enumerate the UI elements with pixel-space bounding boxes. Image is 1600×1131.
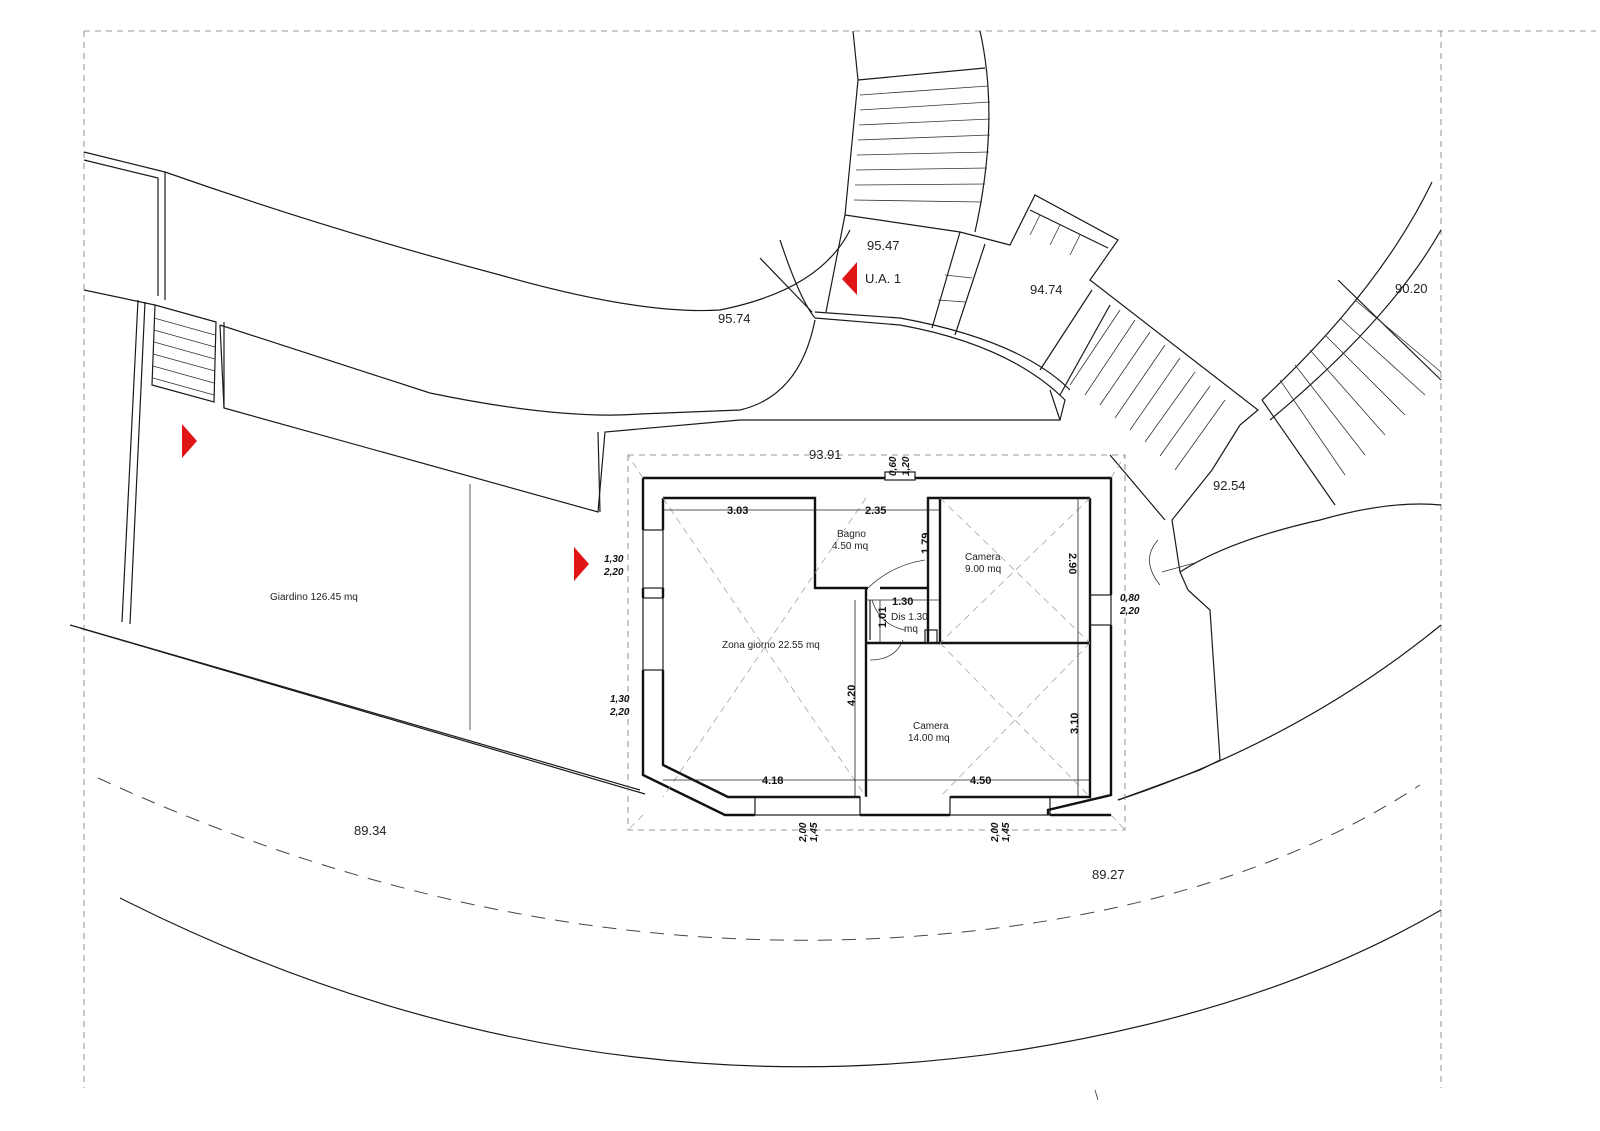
level-95-47: 95.47 (867, 238, 900, 253)
dim-2-90: 2.90 (1066, 553, 1078, 574)
stair-top (759, 30, 1071, 421)
room-camera1-area: 9.00 mq (965, 564, 1001, 575)
opening-top-a: 0,60 (888, 456, 899, 476)
opening-right-b: 2,20 (1119, 606, 1140, 617)
opening-bot1-b: 1,45 (809, 822, 820, 842)
dim-3-10: 3.10 (1069, 713, 1081, 734)
dimension-lines (663, 498, 1090, 797)
room-camera2-name: Camera (913, 721, 949, 732)
house-walls (641, 476, 1113, 817)
stair-right-1 (931, 194, 1259, 471)
level-89-27: 89.27 (1092, 867, 1125, 882)
opening-left2-b: 2,20 (609, 707, 630, 718)
opening-right-a: 0,80 (1120, 593, 1140, 604)
room-camera1-name: Camera (965, 552, 1001, 563)
entry-markers (182, 262, 857, 581)
road (69, 624, 1442, 1101)
doors (867, 559, 926, 661)
room-dis-unit: mq (904, 624, 918, 635)
opening-bot2-b: 1,45 (1001, 822, 1012, 842)
room-bagno-name: Bagno (837, 529, 866, 540)
room-zona-giorno: Zona giorno 22.55 mq (722, 640, 820, 651)
unit-label: U.A. 1 (865, 271, 901, 286)
garden (121, 299, 471, 730)
level-90-20: 90.20 (1395, 281, 1428, 296)
dim-4-18: 4.18 (762, 775, 783, 787)
room-bagno-area: 4.50 mq (832, 541, 868, 552)
terrace-upper (83, 151, 1061, 513)
dim-1-30: 1.30 (892, 596, 913, 608)
level-94-74: 94.74 (1030, 282, 1063, 297)
dim-4-50: 4.50 (970, 775, 991, 787)
dim-3-03: 3.03 (727, 505, 748, 517)
dim-2-35: 2.35 (865, 505, 886, 517)
stair-right-2 (1109, 181, 1442, 801)
room-dis-name: Dis 1.30 (891, 612, 928, 623)
level-95-74: 95.74 (718, 311, 751, 326)
entry-marker-garden (182, 424, 197, 458)
room-camera2-area: 14.00 mq (908, 733, 950, 744)
opening-left1-a: 1,30 (604, 554, 624, 565)
room-giardino: Giardino 126.45 mq (270, 592, 358, 603)
dim-1-79: 1.79 (920, 533, 932, 554)
opening-bot2-a: 2,00 (990, 822, 1001, 843)
level-93-91: 93.91 (809, 447, 842, 462)
opening-bot1-a: 2,00 (798, 822, 809, 843)
entry-marker-unit (842, 262, 857, 295)
level-89-34: 89.34 (354, 823, 387, 838)
opening-left2-a: 1,30 (610, 694, 630, 705)
windows (642, 471, 1112, 816)
entry-marker-house (574, 547, 589, 581)
dim-4-20: 4.20 (846, 685, 858, 706)
room-diagonals (627, 454, 1126, 831)
opening-left1-b: 2,20 (603, 567, 624, 578)
house-dashed-footprint (627, 454, 1126, 831)
opening-top-b: 1,20 (901, 456, 912, 476)
level-92-54: 92.54 (1213, 478, 1246, 493)
sheet-frame (83, 30, 1596, 1088)
left-stair (151, 304, 217, 403)
dim-1-01: 1.01 (877, 607, 889, 628)
